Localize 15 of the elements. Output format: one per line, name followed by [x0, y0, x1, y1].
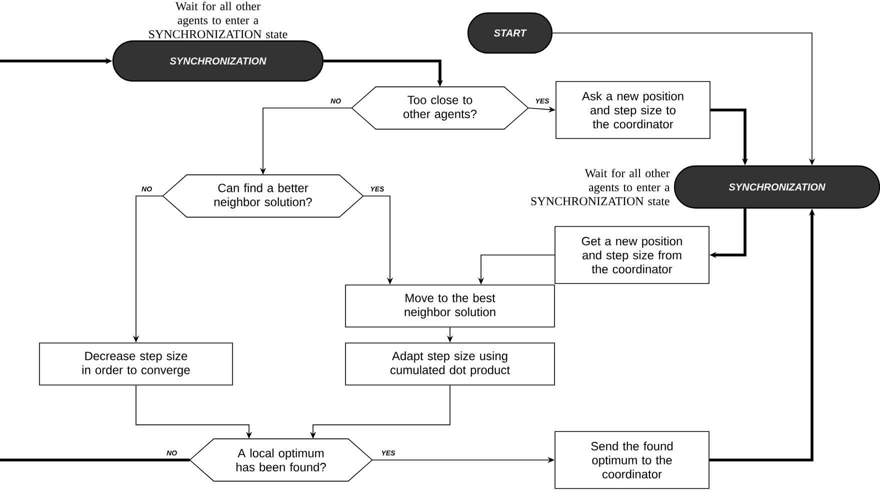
process-box: Ask a new position and step size to the coordinator — [556, 81, 710, 139]
decision-hexagon: A local optimum has been found? — [189, 438, 373, 482]
terminal-pill: SYNCHRONIZATION — [112, 40, 324, 82]
process-box: Decrease step size in order to converge — [39, 342, 233, 386]
terminal-pill: START — [467, 12, 553, 54]
process-box: Move to the best neighbor solution — [345, 284, 555, 328]
annotation-text: Wait for all other agents to enter a SYNCHRONIZATION state — [149, 2, 288, 38]
decision-hexagon: Too close to other agents? — [351, 86, 529, 130]
decision-hexagon: Can find a better neighbor solution? — [162, 174, 364, 218]
process-box: Send the found optimum to the coordinator — [554, 431, 710, 489]
terminal-pill: SYNCHRONIZATION — [674, 165, 880, 209]
annotation-text: Wait for all other agents to enter a SYNCHRONIZATION state — [531, 168, 670, 206]
process-box: Get a new position and step size from the coordinator — [554, 226, 710, 284]
arrow — [0, 58, 190, 462]
process-box: Adapt step size using cumulated dot product — [345, 342, 555, 386]
